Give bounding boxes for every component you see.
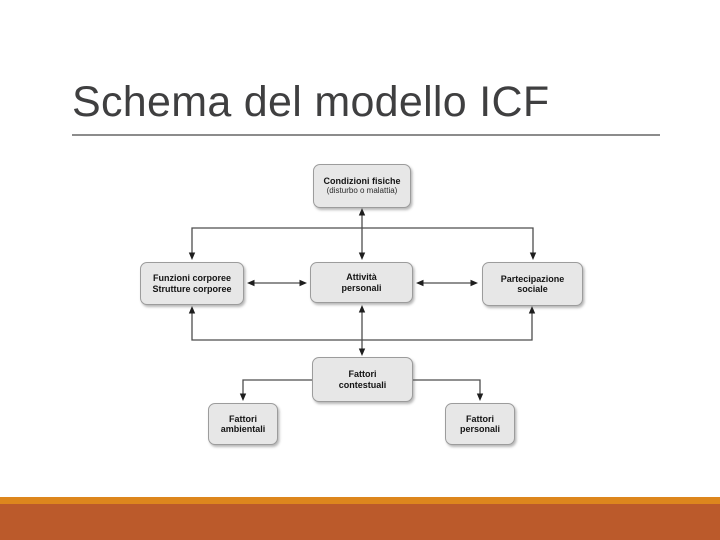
arrow-condizioni-attivita xyxy=(358,208,366,260)
node-label: Funzioni corporee xyxy=(152,273,231,283)
node-partecipazione-sociale: Partecipazione sociale xyxy=(482,262,583,306)
node-label: Fattori xyxy=(348,369,377,379)
node-label: Fattori xyxy=(466,413,494,424)
arrow-attivita-contestuali xyxy=(358,305,366,356)
arrow-branch-upper xyxy=(188,227,537,260)
node-funzioni-corporee: Funzioni corporee Strutture corporee xyxy=(140,262,244,305)
node-fattori-personali: Fattori personali xyxy=(445,403,515,445)
bottom-band-brick xyxy=(0,504,720,540)
bottom-band-orange xyxy=(0,497,720,504)
slide-title: Schema del modello ICF xyxy=(72,78,550,126)
node-label: Condizioni fisiche xyxy=(323,175,401,186)
node-condizioni-fisiche: Condizioni fisiche (disturbo o malattia) xyxy=(313,164,411,208)
node-label: Partecipazione xyxy=(500,273,565,284)
arrow-attivita-partecipazione xyxy=(416,279,478,287)
node-attivita-personali: Attività personali xyxy=(310,262,413,303)
node-label: personali xyxy=(459,424,500,434)
node-label: sociale xyxy=(517,284,548,294)
node-label: Fattori xyxy=(229,413,257,424)
arrow-contestuali-personali xyxy=(413,379,484,401)
arrow-contestuali-ambientali xyxy=(239,379,312,401)
node-label: ambientali xyxy=(220,424,266,434)
node-sublabel: (disturbo o malattia) xyxy=(326,186,398,196)
node-label: Strutture corporee xyxy=(152,283,232,294)
node-label: Attività xyxy=(346,272,377,282)
title-underline xyxy=(72,134,660,136)
node-fattori-contestuali: Fattori contestuali xyxy=(312,357,413,402)
node-label: personali xyxy=(341,282,382,293)
node-fattori-ambientali: Fattori ambientali xyxy=(208,403,278,445)
arrow-funzioni-attivita xyxy=(247,279,307,287)
node-label: contestuali xyxy=(338,379,387,390)
